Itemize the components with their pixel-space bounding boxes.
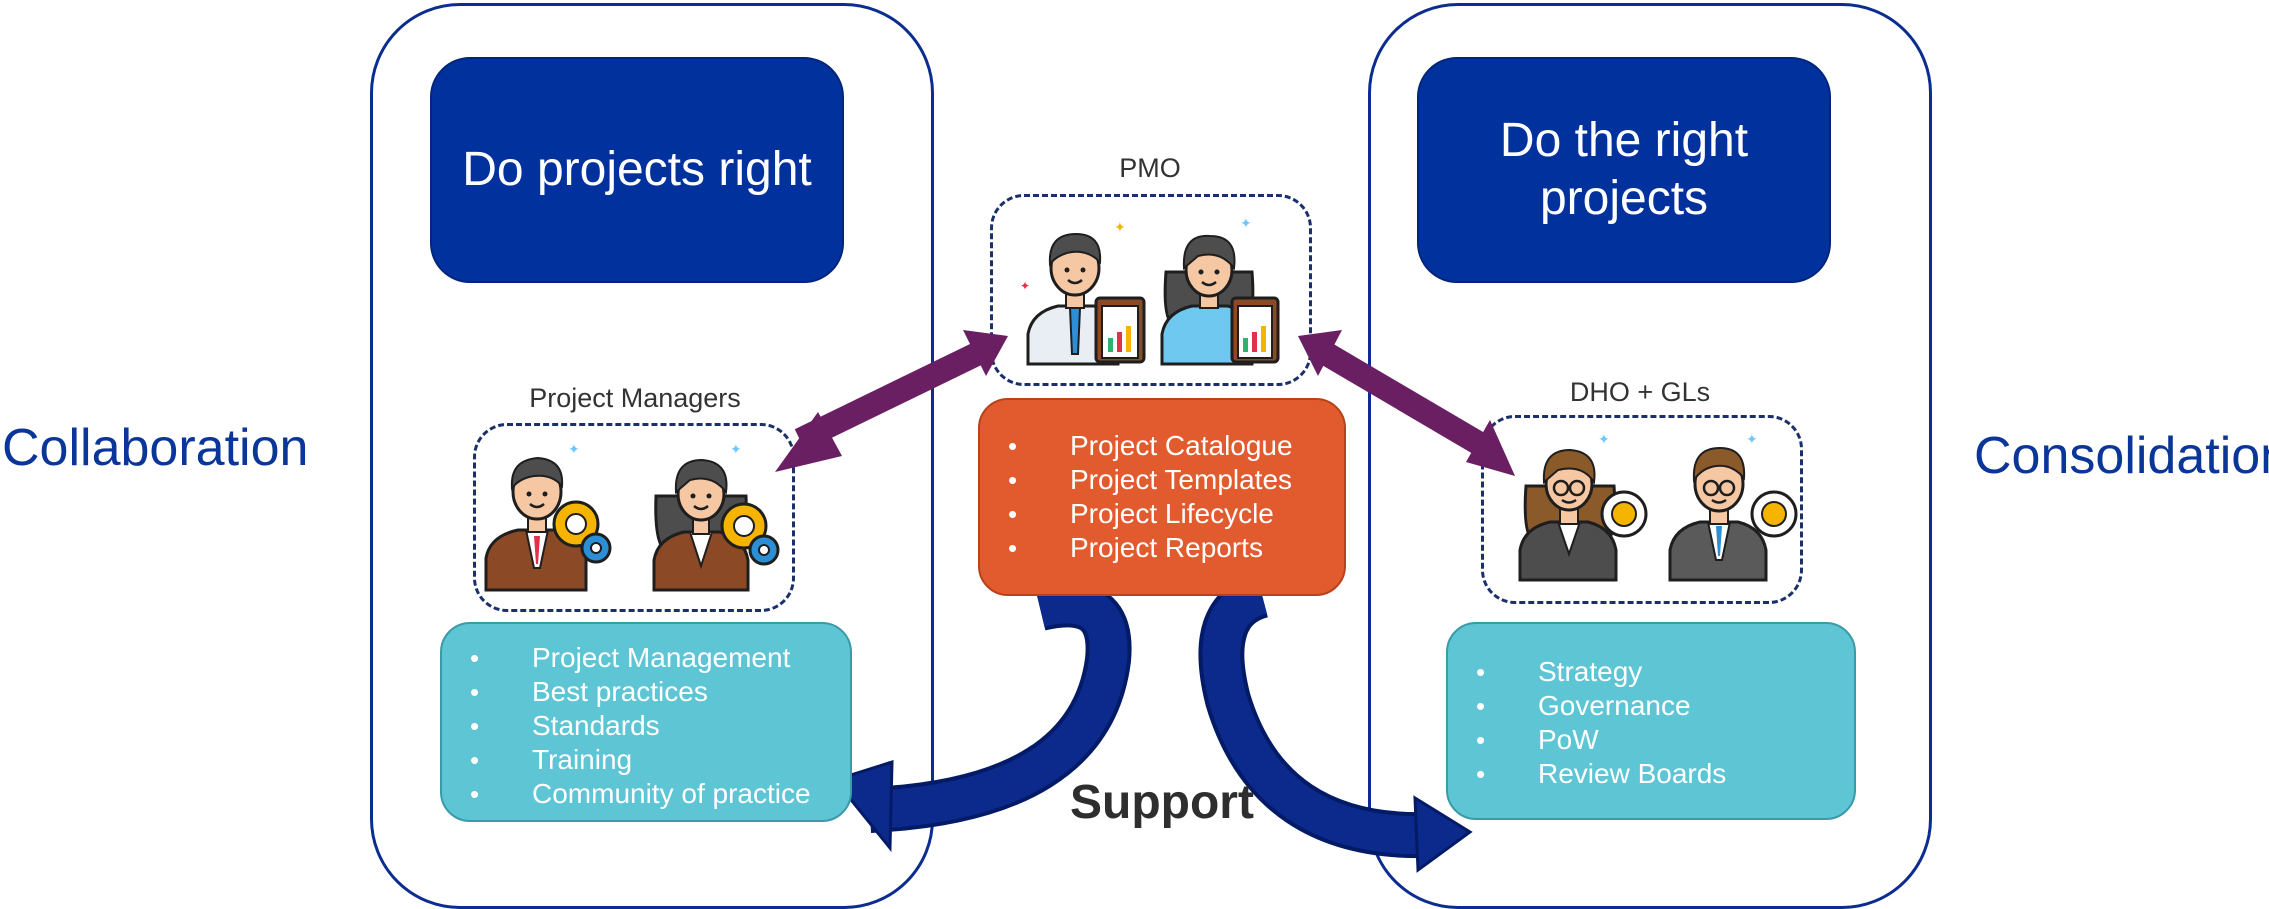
list-item: Review Boards	[1448, 757, 1854, 791]
pmo-man-clipboard-icon: ✦ ✦	[1020, 220, 1146, 366]
svg-text:✦: ✦	[730, 442, 742, 458]
list-item: Training	[442, 743, 850, 777]
list-item: Governance	[1448, 689, 1854, 723]
list-item: PoW	[1448, 723, 1854, 757]
left-title: Do projects right	[462, 143, 812, 196]
pm-man-gears-icon: ✦	[484, 442, 612, 592]
left-items-list: Project Management Best practices Standa…	[442, 624, 850, 811]
project-managers-group	[473, 423, 795, 612]
svg-text:✦: ✦	[1114, 220, 1126, 236]
right-title: Do the right projects	[1499, 114, 1749, 225]
support-arrow-right-icon	[1198, 572, 1473, 873]
list-item: Project Lifecycle	[980, 497, 1344, 531]
list-item: Community of practice	[442, 777, 850, 811]
right-items-list: Strategy Governance PoW Review Boards	[1448, 624, 1854, 791]
pmo-items-list: Project Catalogue Project Templates Proj…	[980, 400, 1344, 565]
consolidation-label: Consolidation	[1974, 427, 2269, 485]
svg-text:✦: ✦	[1020, 279, 1030, 293]
list-item: Best practices	[442, 675, 850, 709]
collaboration-label: Collaboration	[2, 419, 309, 477]
list-item: Project Reports	[980, 531, 1344, 565]
support-label: Support	[1070, 776, 1254, 829]
dho-gls-group	[1481, 415, 1803, 604]
pmo-woman-clipboard-icon: ✦	[1160, 216, 1280, 366]
dho-gls-label: DHO + GLs	[1569, 377, 1711, 407]
pmo-group	[990, 194, 1312, 386]
pmo-items-box: Project Catalogue Project Templates Proj…	[978, 398, 1346, 596]
pm-woman-gears-icon: ✦	[652, 442, 780, 592]
dho-woman-bulb-icon: ✦	[1518, 432, 1648, 582]
left-items-box: Project Management Best practices Standa…	[440, 622, 852, 822]
double-arrow-right-icon	[1298, 330, 1515, 476]
list-item: Strategy	[1448, 655, 1854, 689]
dho-man-bulb-icon: ✦	[1668, 432, 1798, 582]
list-item: Project Management	[442, 641, 850, 675]
right-items-box: Strategy Governance PoW Review Boards	[1446, 622, 1856, 820]
left-title-box: Do projects right	[430, 57, 844, 283]
list-item: Standards	[442, 709, 850, 743]
double-arrow-left-icon	[775, 330, 1008, 472]
project-managers-label: Project Managers	[529, 383, 741, 413]
svg-text:✦: ✦	[568, 442, 580, 458]
list-item: Project Templates	[980, 463, 1344, 497]
svg-text:✦: ✦	[1746, 432, 1758, 448]
svg-text:✦: ✦	[1240, 216, 1252, 232]
list-item: Project Catalogue	[980, 429, 1344, 463]
pmo-label: PMO	[1119, 153, 1181, 183]
support-arrow-left-icon	[832, 581, 1132, 853]
right-title-box: Do the right projects	[1417, 57, 1831, 283]
svg-text:✦: ✦	[1598, 432, 1610, 448]
